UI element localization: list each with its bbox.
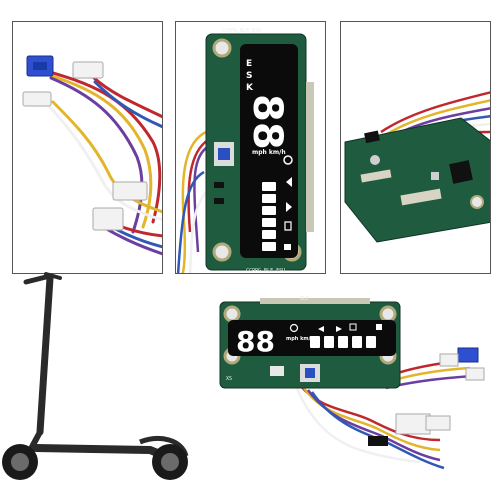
h-lock-icon — [376, 324, 382, 330]
horizontal-speed-unit: mph km/h — [286, 336, 314, 342]
display-letter-s: S — [246, 71, 252, 81]
pcb-text-bottom: CCPPG_BLE_ESU — [246, 268, 285, 274]
arrow-right-icon — [286, 202, 292, 212]
display-letter-k: K — [246, 83, 254, 93]
wiring-harness-image — [22, 55, 162, 256]
wiring-photo-panel — [12, 21, 163, 274]
lock-icon — [284, 244, 291, 250]
display-letter-e: E — [246, 59, 252, 69]
headlight-icon — [284, 221, 292, 231]
board-horizontal-photo: 88 mph km/h BLE XS — [200, 290, 500, 490]
horizontal-display-digits: 88 — [236, 325, 275, 358]
battery-icon — [262, 182, 276, 251]
board-vertical-panel: E S K 88 mph km/h CCPPG_BLE_ESU CCPPG_BL… — [175, 21, 326, 274]
h-headlight-icon — [349, 323, 357, 331]
bluetooth-icon — [283, 155, 293, 165]
h-arrow-right-icon — [336, 326, 342, 332]
speed-unit-label: mph km/h — [252, 149, 286, 156]
h-bluetooth-icon — [289, 323, 299, 333]
h-pcb-text-top: BLE — [300, 296, 309, 302]
board-angled-panel — [340, 21, 491, 274]
h-arrow-left-icon — [318, 326, 324, 332]
pcb-text-top: CCPPG_BLE_ESU — [222, 28, 261, 34]
board-vertical-image: E S K 88 mph km/h CCPPG_BLE_ESU CCPPG_BL… — [176, 28, 314, 274]
arrow-left-icon — [286, 177, 292, 187]
display-digits: 88 — [244, 94, 290, 150]
h-pcb-text-left: XS — [226, 376, 232, 382]
scooter-photo — [0, 262, 200, 497]
board-angled-image — [344, 91, 490, 243]
